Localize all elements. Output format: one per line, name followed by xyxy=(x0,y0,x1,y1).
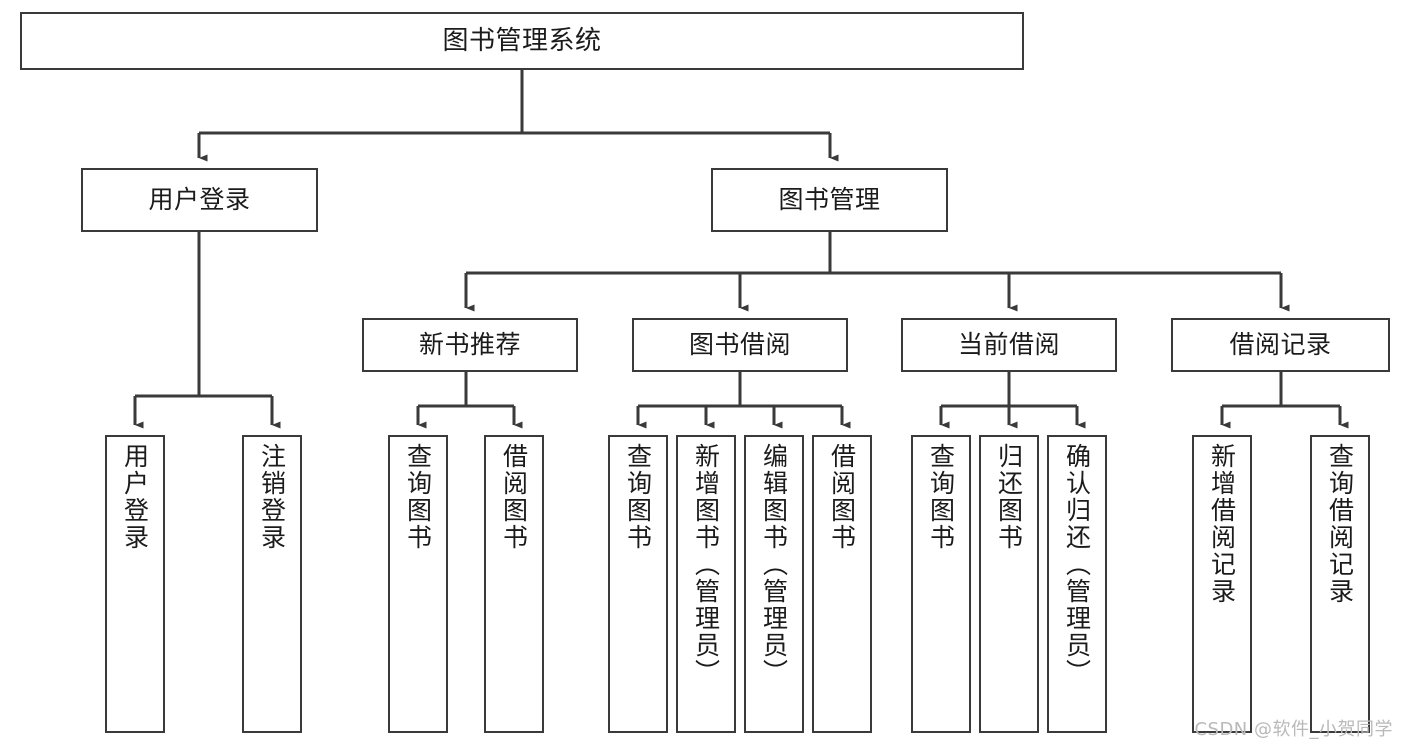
node-leaf-query-book-2[interactable]: 查询图书 xyxy=(608,435,668,733)
node-label: 查询图书 xyxy=(403,443,433,551)
node-root-book-management-system[interactable]: 图书管理系统 xyxy=(20,12,1024,70)
node-book-borrow[interactable]: 图书借阅 xyxy=(632,318,848,372)
node-label: 查询图书 xyxy=(623,443,653,551)
node-leaf-query-record[interactable]: 查询借阅记录 xyxy=(1310,435,1370,733)
node-label: 新书推荐 xyxy=(418,330,521,360)
node-leaf-query-book-3[interactable]: 查询图书 xyxy=(911,435,971,733)
node-label: 查询图书 xyxy=(926,443,956,551)
node-book-management[interactable]: 图书管理 xyxy=(711,168,948,232)
node-label: 借阅图书 xyxy=(827,443,857,551)
node-label: 图书管理 xyxy=(778,185,881,215)
node-leaf-edit-book[interactable]: 编辑图书（管理员） xyxy=(744,435,804,733)
node-label: 用户登录 xyxy=(120,443,150,551)
node-label: 注销登录 xyxy=(257,443,287,551)
node-leaf-borrow-book-1[interactable]: 借阅图书 xyxy=(484,435,544,733)
node-label: 编辑图书（管理员） xyxy=(759,443,789,686)
node-borrow-record[interactable]: 借阅记录 xyxy=(1171,318,1390,372)
node-label: 图书管理系统 xyxy=(442,25,602,56)
node-label: 新增借阅记录 xyxy=(1207,443,1237,605)
node-leaf-add-record[interactable]: 新增借阅记录 xyxy=(1192,435,1252,733)
node-leaf-borrow-book-2[interactable]: 借阅图书 xyxy=(812,435,872,733)
node-label: 图书借阅 xyxy=(688,330,791,360)
node-leaf-confirm-return[interactable]: 确认归还（管理员） xyxy=(1047,435,1107,733)
node-label: 归还图书 xyxy=(994,443,1024,551)
node-label: 查询借阅记录 xyxy=(1325,443,1355,605)
node-label: 借阅图书 xyxy=(499,443,529,551)
node-label: 确认归还（管理员） xyxy=(1062,443,1092,686)
node-leaf-query-book-1[interactable]: 查询图书 xyxy=(388,435,448,733)
node-leaf-user-login[interactable]: 用户登录 xyxy=(105,435,165,733)
node-user-login[interactable]: 用户登录 xyxy=(81,168,318,232)
node-new-book-recommend[interactable]: 新书推荐 xyxy=(362,318,578,372)
node-label: 当前借阅 xyxy=(957,330,1060,360)
watermark-text: CSDN @软件_小贺同学 xyxy=(1194,719,1393,740)
node-label: 用户登录 xyxy=(148,185,251,215)
node-leaf-logout-login[interactable]: 注销登录 xyxy=(242,435,302,733)
node-leaf-return-book[interactable]: 归还图书 xyxy=(979,435,1039,733)
node-label: 借阅记录 xyxy=(1229,330,1332,360)
node-current-borrow[interactable]: 当前借阅 xyxy=(901,318,1117,372)
node-leaf-add-book[interactable]: 新增图书（管理员） xyxy=(676,435,736,733)
node-label: 新增图书（管理员） xyxy=(691,443,721,686)
